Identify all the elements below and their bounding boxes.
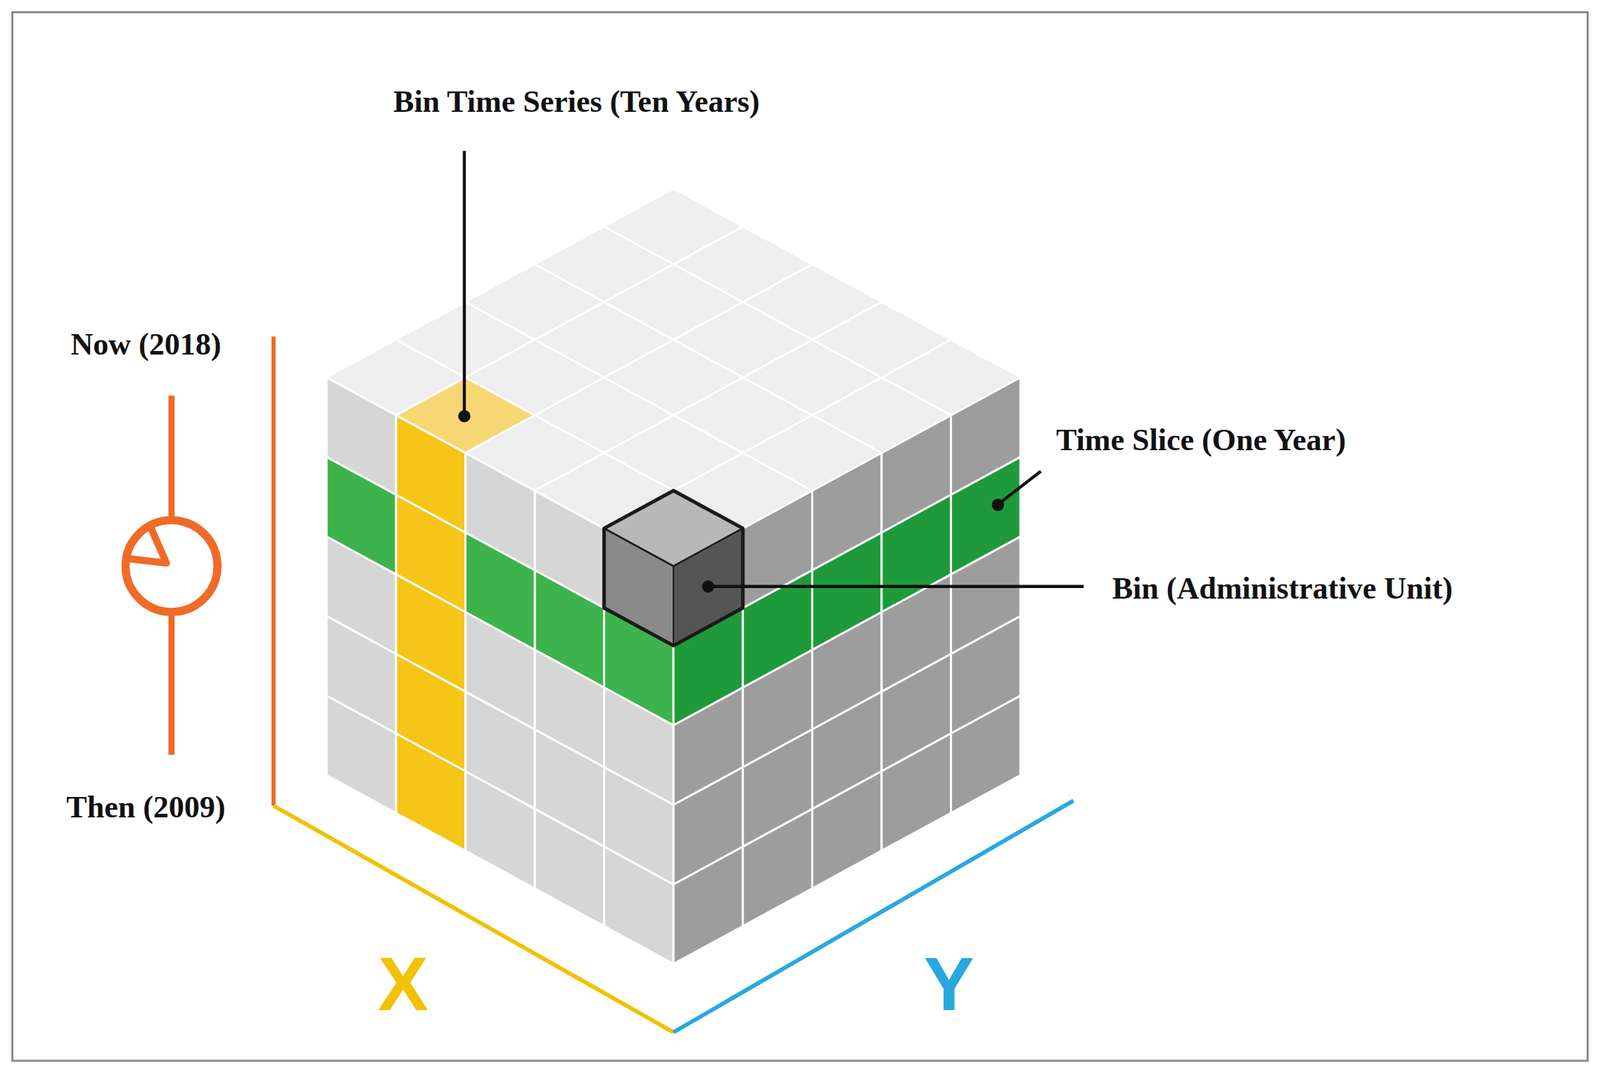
bin-edge [672, 566, 675, 646]
bin-outline [604, 490, 744, 646]
leader-line [999, 471, 1041, 504]
clock-stem [168, 396, 175, 519]
frame [12, 11, 1589, 1062]
time-label: Then (2009) [66, 790, 226, 825]
callout-label: Time Slice (One Year) [1056, 423, 1346, 458]
leader-line [709, 585, 1084, 589]
bin-edge [604, 528, 744, 567]
leader-dot [992, 498, 1005, 511]
leader-dot [458, 410, 471, 423]
cube-top-cell [604, 188, 744, 264]
callout-label: Bin Time Series (Ten Years) [393, 85, 760, 119]
cube [326, 188, 1021, 964]
time-label: Now (2018) [70, 327, 221, 362]
axis-label: Y [923, 946, 975, 1023]
clock-face [125, 520, 219, 613]
leader-line [462, 151, 466, 413]
time-axis [271, 337, 276, 807]
callout-label: Bin (Administrative Unit) [1112, 572, 1453, 606]
clock-stem [168, 614, 175, 755]
axis-label: X [377, 946, 429, 1023]
clock-hands [130, 528, 167, 563]
leader-dot [702, 580, 715, 593]
